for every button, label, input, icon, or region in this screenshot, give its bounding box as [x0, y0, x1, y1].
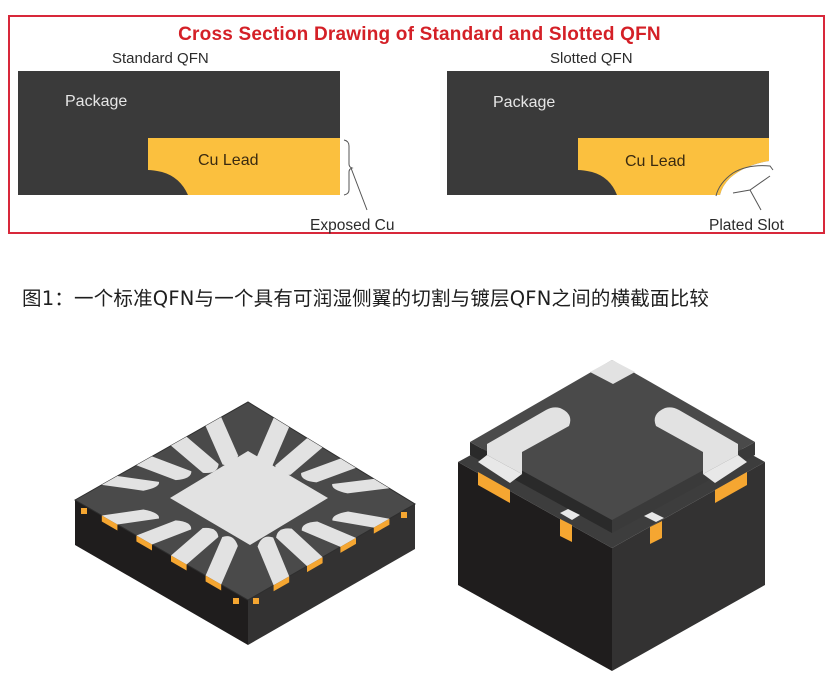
standard-package-label: Package [65, 93, 127, 110]
pin-pad [276, 528, 323, 567]
pin-plating [136, 535, 152, 551]
pin-pad [275, 438, 323, 475]
corner-plating [233, 598, 239, 604]
standard-qfn-cross-section: Package Cu Lead Exposed Cu [18, 71, 394, 234]
pin-plating [306, 557, 323, 573]
slotted-left-side [458, 462, 612, 671]
pin-plating [273, 576, 290, 592]
pin-pad [136, 456, 192, 481]
standard-right-side [248, 504, 415, 645]
figure-title: Cross Section Drawing of Standard and Sl… [178, 24, 661, 45]
pin-plating [171, 555, 187, 571]
exposed-cu-leader [350, 167, 368, 211]
pin-pad [101, 475, 160, 491]
corner-plating [81, 508, 87, 514]
pin-pad [257, 417, 290, 467]
pin-pad [205, 536, 238, 585]
left-plated-slot [478, 472, 510, 503]
slotted-lead-label: Cu Lead [625, 153, 686, 170]
slotted-qfn-3d [458, 360, 765, 671]
slotted-package-label: Package [493, 94, 555, 111]
pin-plating [340, 537, 357, 553]
right-lead-pad [654, 407, 738, 474]
right-plated-slot [715, 472, 747, 503]
pin-pad [301, 521, 357, 547]
side-slot-2 [650, 521, 662, 544]
slotted-top-face [470, 360, 755, 520]
pin-pad [171, 527, 219, 565]
pin-pad [301, 458, 356, 483]
pin-pad [170, 436, 219, 473]
plated-slot-bracket [732, 175, 771, 194]
pin-pad [332, 511, 390, 528]
pin-group [81, 417, 407, 604]
corner-plating [253, 598, 259, 604]
standard-left-side [75, 500, 248, 645]
side-slot-1 [560, 519, 572, 542]
standard-cu-lead [148, 138, 340, 195]
plated-slot-outline [715, 165, 774, 197]
cross-section-drawings: Package Cu Lead Exposed Cu Package Cu Le… [18, 71, 785, 234]
standard-lead-label: Cu Lead [198, 152, 259, 169]
slotted-cu-lead [578, 138, 769, 195]
exposed-cu-bracket [343, 139, 354, 196]
pin-pad [205, 417, 239, 466]
pin-plating [373, 518, 390, 534]
figure-caption: 图1：一个标准QFN与一个具有可润湿侧翼的切割与镀层QFN之间的横截面比较 [22, 287, 710, 310]
standard-qfn-3d [73, 401, 416, 645]
pin-pad [257, 536, 290, 586]
left-lead-pad [487, 407, 571, 474]
slotted-qfn-heading: Slotted QFN [550, 50, 633, 67]
plated-slot-leader [749, 189, 762, 211]
slotted-right-side [612, 462, 765, 671]
pin-pad [332, 478, 390, 494]
corner-plating [401, 512, 407, 518]
plated-slot-cutout [720, 161, 769, 195]
exposed-cu-label: Exposed Cu [310, 217, 394, 234]
pin-pad [101, 509, 160, 525]
pin-pad [136, 520, 192, 545]
standard-qfn-heading: Standard QFN [112, 50, 209, 67]
corner-pad [590, 360, 635, 384]
pin-plating [205, 575, 222, 591]
plated-slot-label: Plated Slot [709, 217, 785, 234]
pin-plating [101, 515, 118, 531]
slotted-qfn-cross-section: Package Cu Lead Plated Slot [447, 71, 785, 234]
thermal-pad [170, 451, 328, 545]
